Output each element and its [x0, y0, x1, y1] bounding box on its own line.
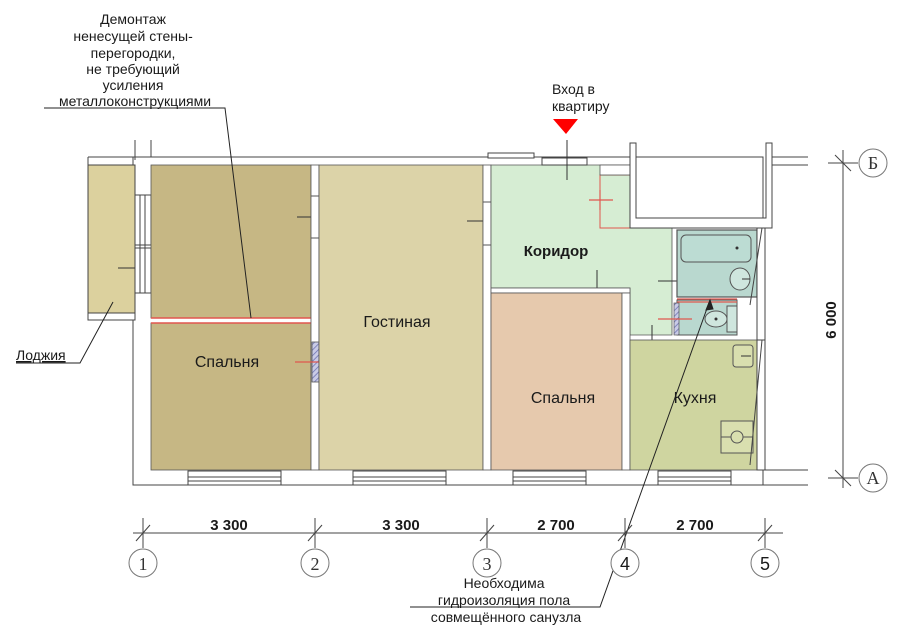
entrance-marker-icon — [553, 119, 578, 134]
dimension-vertical-label: 6 000 — [823, 301, 840, 339]
dimension-vertical — [828, 150, 858, 488]
dimension-4-5: 2 700 — [676, 517, 714, 534]
axis-2: 2 — [311, 554, 320, 574]
partition-corridor-bedroom — [490, 287, 631, 294]
axis-3: 3 — [483, 554, 492, 574]
waterproofing-note: Необходима гидроизоляция пола совмещённо… — [431, 575, 582, 625]
leader-lines — [16, 107, 714, 608]
bottom-windows — [187, 470, 732, 486]
dimension-2-3: 3 300 — [382, 517, 420, 534]
right-wall-windows — [749, 227, 766, 471]
dimension-3-4: 2 700 — [537, 517, 575, 534]
room-kitchen — [629, 339, 759, 471]
loggia-label: Лоджия — [16, 347, 66, 363]
axis-markers — [128, 148, 888, 578]
room-corridor — [487, 140, 692, 358]
axis-1: 1 — [139, 554, 148, 574]
room-bedroom-right — [490, 292, 631, 471]
entrance-label: Вход в квартиру — [552, 81, 610, 114]
axis-4: 4 — [620, 554, 630, 574]
room-label-living: Гостиная — [363, 314, 430, 331]
dimension-1-2: 3 300 — [210, 517, 248, 534]
bathtub-icon — [680, 234, 752, 263]
demolition-note: Демонтаж ненесущей стены- перегородки, н… — [59, 11, 211, 109]
axis-A: А — [867, 468, 880, 488]
room-label-bedroom-left: Спальня — [195, 354, 259, 371]
room-bathroom — [658, 229, 758, 336]
dimension-horizontal — [133, 518, 783, 548]
room-label-corridor: Коридор — [524, 243, 589, 260]
loggia — [87, 164, 165, 321]
room-bedroom-left — [150, 164, 330, 471]
room-living — [318, 164, 505, 471]
axis-B: Б — [868, 153, 878, 173]
room-label-bedroom-right: Спальня — [531, 390, 595, 407]
partition-living-corridor — [482, 164, 492, 471]
axis-5: 5 — [760, 554, 770, 574]
room-label-kitchen: Кухня — [674, 390, 717, 407]
stair-recess — [629, 142, 773, 229]
